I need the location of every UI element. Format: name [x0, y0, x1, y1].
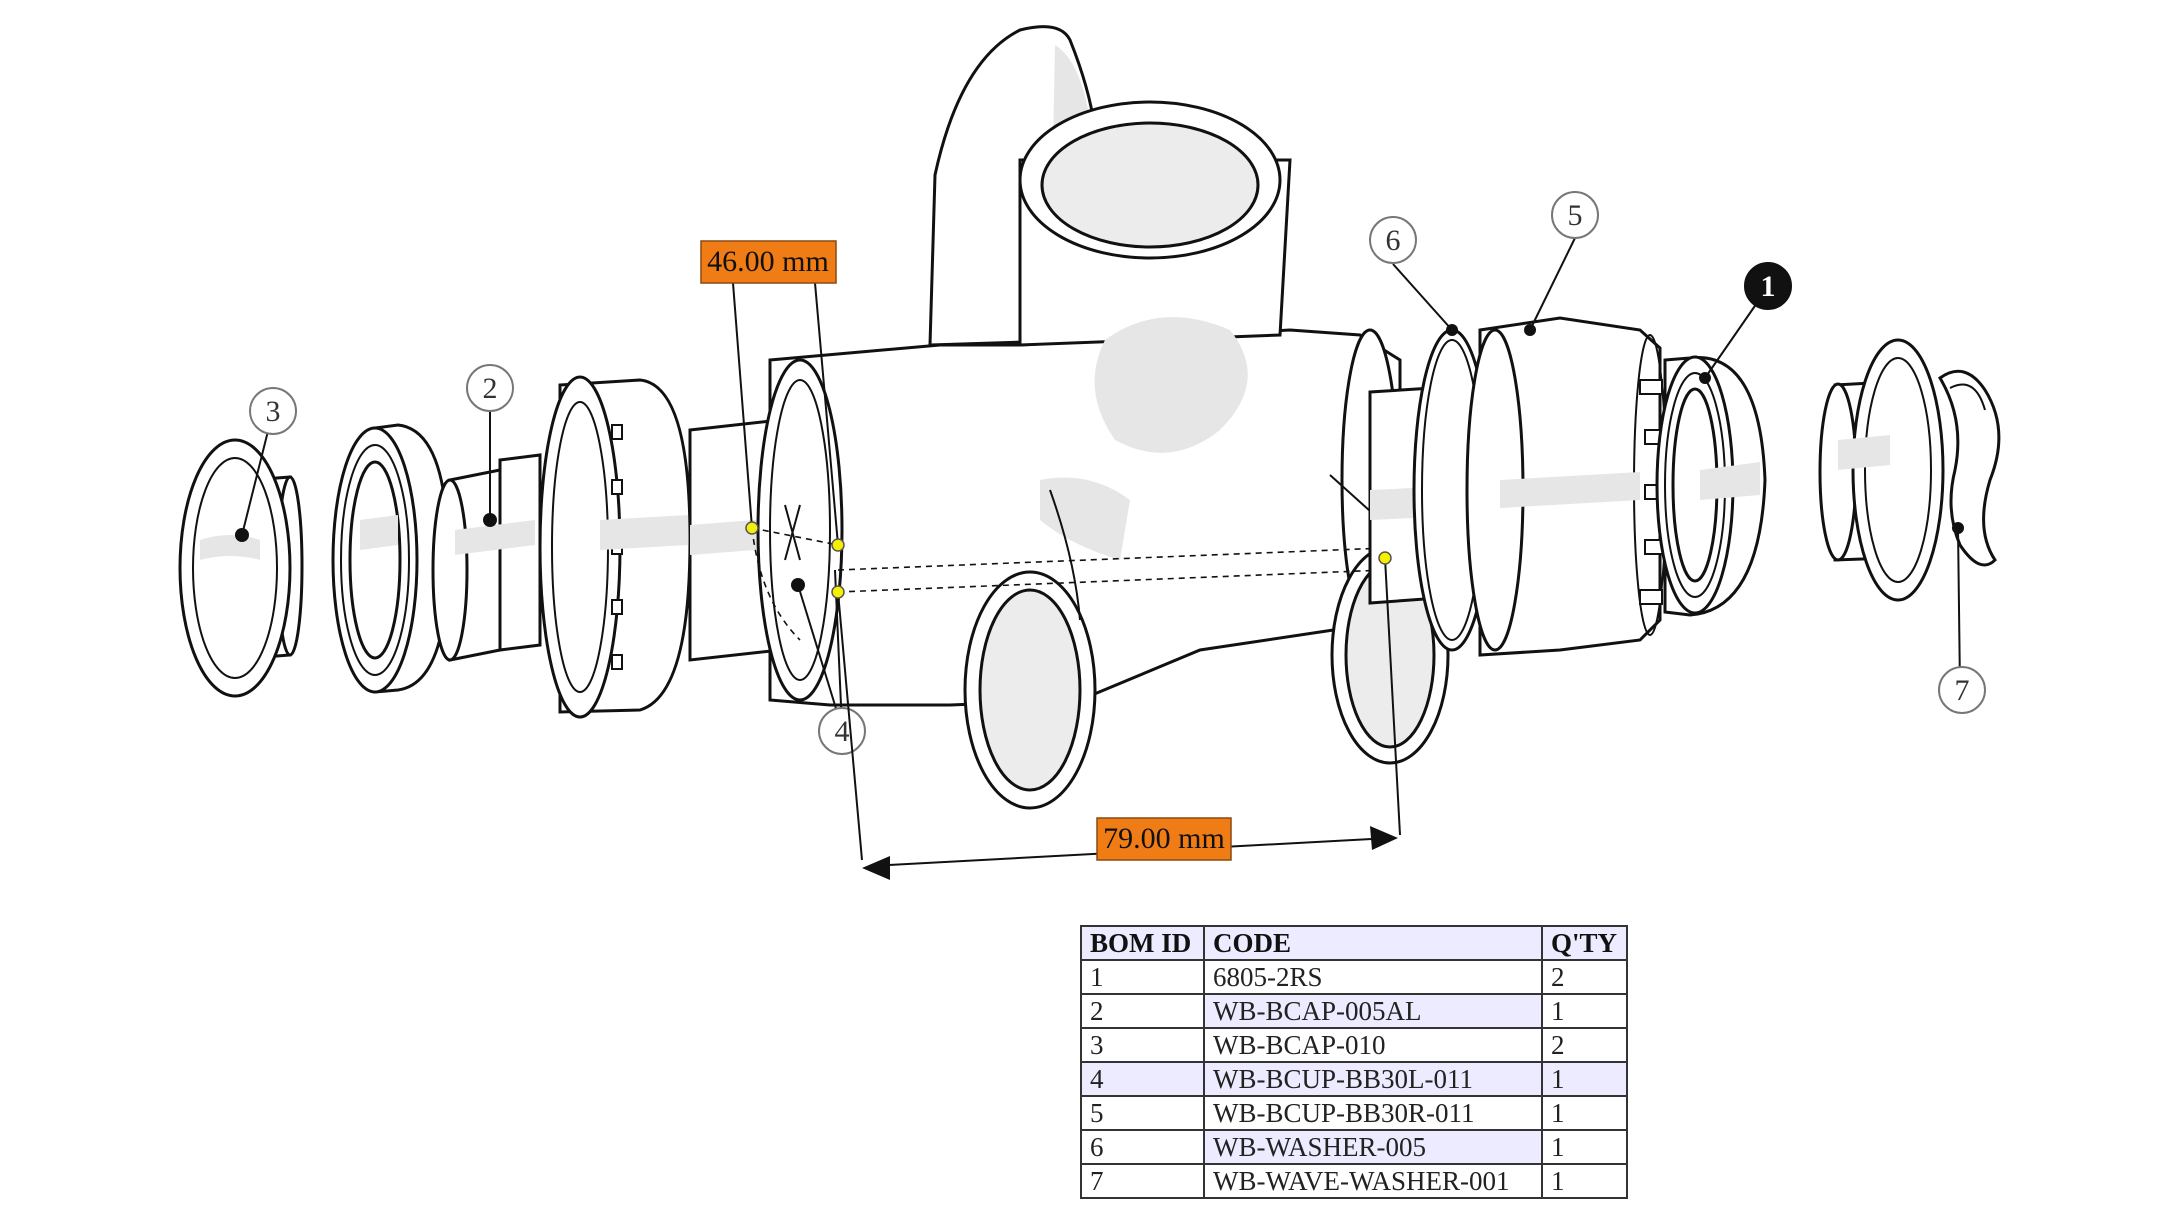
svg-text:3: 3	[266, 395, 281, 428]
construction-lines	[751, 504, 1386, 641]
svg-text:5: 5	[1568, 199, 1583, 232]
callout-6: 6	[1369, 216, 1417, 264]
bom-cell-code: 6805-2RS	[1203, 959, 1543, 995]
bom-cell-qty: 1	[1541, 993, 1628, 1029]
part-1-bearing-right	[1655, 355, 1767, 617]
bom-table: BOM ID CODE Q'TY 1 6805-2RS 2 2 WB-BCAP-…	[1080, 925, 1628, 1199]
bom-cell-id: 7	[1080, 1163, 1205, 1199]
bom-cell-code: WB-WAVE-WASHER-001	[1203, 1163, 1543, 1199]
bom-cell-code: WB-BCAP-005AL	[1203, 993, 1543, 1029]
callout-4: 4	[818, 707, 866, 755]
svg-text:1: 1	[1761, 270, 1776, 303]
bom-row: 7 WB-WAVE-WASHER-001 1	[1080, 1163, 1628, 1199]
bom-cell-id: 2	[1080, 993, 1205, 1029]
bom-cell-qty: 2	[1541, 1027, 1628, 1063]
bom-cell-qty: 1	[1541, 1163, 1628, 1199]
part-5-cup-right	[1465, 316, 1668, 657]
bom-cell-id: 4	[1080, 1061, 1205, 1097]
bom-header-qty: Q'TY	[1541, 925, 1628, 961]
svg-text:4: 4	[835, 715, 850, 748]
bom-header-row: BOM ID CODE Q'TY	[1080, 925, 1628, 961]
bom-row: 4 WB-BCUP-BB30L-011 1	[1080, 1061, 1628, 1097]
part-3-dust-cap	[178, 438, 304, 698]
bom-cell-code: WB-BCAP-010	[1203, 1027, 1543, 1063]
callout-5: 5	[1551, 191, 1599, 239]
bom-row: 6 WB-WASHER-005 1	[1080, 1129, 1628, 1165]
bom-header-code: CODE	[1203, 925, 1543, 961]
bom-row: 5 WB-BCUP-BB30R-011 1	[1080, 1095, 1628, 1131]
bom-cell-code: WB-BCUP-BB30L-011	[1203, 1061, 1543, 1097]
part-4-cup-left	[538, 375, 692, 719]
bom-cell-id: 1	[1080, 959, 1205, 995]
bom-cell-id: 6	[1080, 1129, 1205, 1165]
bom-cell-qty: 2	[1541, 959, 1628, 995]
part-1-bearing-left	[331, 423, 450, 694]
bom-cell-id: 5	[1080, 1095, 1205, 1131]
dimension-79: 79.00 mm	[837, 557, 1401, 880]
callout-3: 3	[249, 387, 297, 435]
bom-row: 3 WB-BCAP-010 2	[1080, 1027, 1628, 1063]
callout-1: 1	[1744, 262, 1792, 310]
bom-row: 1 6805-2RS 2	[1080, 959, 1628, 995]
svg-text:6: 6	[1386, 224, 1401, 257]
bom-cell-qty: 1	[1541, 1129, 1628, 1165]
part-2-spacer	[431, 453, 542, 662]
callout-2: 2	[466, 364, 514, 412]
bom-cell-code: WB-WASHER-005	[1203, 1129, 1543, 1165]
callout-7: 7	[1938, 666, 1986, 714]
svg-text:79.00 mm: 79.00 mm	[1103, 822, 1225, 855]
bom-cell-qty: 1	[1541, 1095, 1628, 1131]
bom-header-id: BOM ID	[1080, 925, 1205, 961]
frame-bottom-bracket-shell	[756, 25, 1450, 810]
bom-row: 2 WB-BCAP-005AL 1	[1080, 993, 1628, 1029]
part-3-dust-cap-right	[1818, 338, 1945, 602]
callout-dots	[235, 324, 1964, 592]
svg-text:46.00 mm: 46.00 mm	[707, 245, 829, 278]
control-points	[745, 521, 1392, 599]
svg-text:7: 7	[1955, 674, 1970, 707]
bom-cell-qty: 1	[1541, 1061, 1628, 1097]
part-7-wave-washer	[1938, 369, 2001, 567]
svg-text:2: 2	[483, 372, 498, 405]
dimension-46: 46.00 mm	[700, 240, 839, 546]
bom-cell-id: 3	[1080, 1027, 1205, 1063]
bom-cell-code: WB-BCUP-BB30R-011	[1203, 1095, 1543, 1131]
